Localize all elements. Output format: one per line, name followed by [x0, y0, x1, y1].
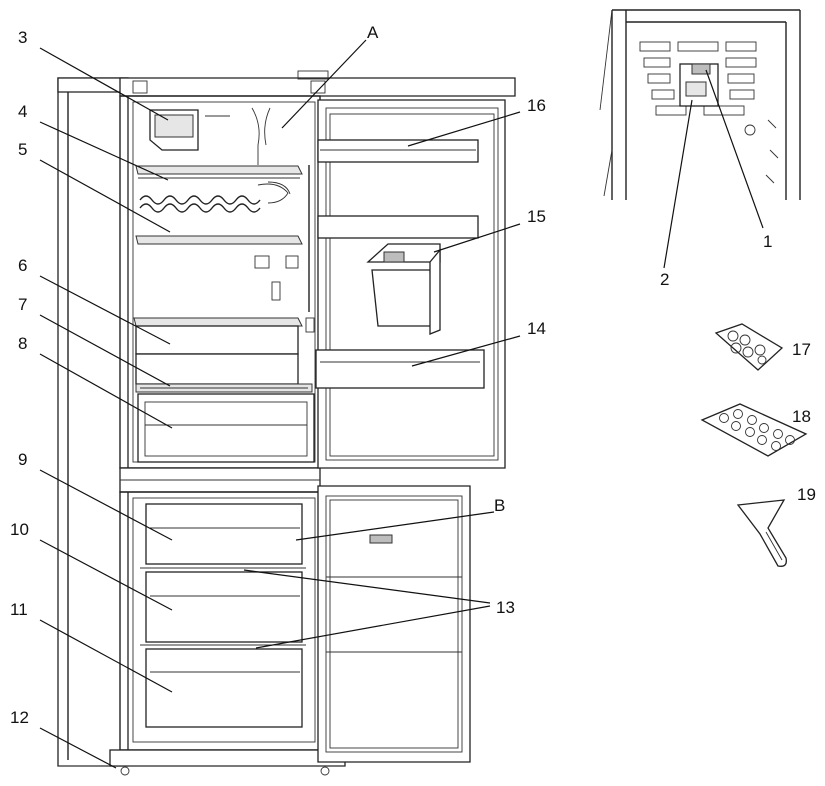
egg-tray-small: [714, 323, 784, 371]
callout-8: 8: [18, 334, 27, 353]
callout-1: 1: [763, 232, 772, 251]
callout-3: 3: [18, 28, 27, 47]
callout-10: 10: [10, 520, 29, 539]
freezer-drawer-bottom: [145, 648, 303, 728]
callout-7: 7: [18, 295, 27, 314]
egg-tray-large: [700, 403, 808, 457]
callout-4: 4: [18, 102, 27, 121]
leader-lines: [39, 39, 764, 769]
water-tank: [366, 243, 441, 335]
callout-17: 17: [792, 340, 811, 359]
callout-5: 5: [18, 140, 27, 159]
crisper-drawer: [137, 393, 315, 463]
callout-B: B: [494, 496, 505, 515]
interior-light: [251, 107, 271, 165]
callout-19: 19: [797, 485, 816, 504]
callout-14: 14: [527, 319, 546, 338]
ice-scraper: [736, 499, 787, 567]
callout-15: 15: [527, 207, 546, 226]
crisper-cover: [135, 383, 313, 393]
fan-unit: [149, 109, 230, 151]
door-balcony-middle: [317, 215, 479, 239]
freezer-drawer-top: [145, 503, 303, 565]
callout-A: A: [367, 23, 379, 42]
door-balcony-upper: [317, 139, 479, 163]
ceiling-inset: [599, 9, 801, 200]
callout-12: 12: [10, 708, 29, 727]
callout-16: 16: [527, 96, 546, 115]
callout-18: 18: [792, 407, 811, 426]
callout-13: 13: [496, 598, 515, 617]
glass-shelf-upper: [135, 165, 303, 179]
wine-rack: [139, 181, 291, 213]
callout-6: 6: [18, 256, 27, 275]
freezer-drawer-middle: [145, 571, 303, 643]
fridge-cabinet: [57, 70, 516, 776]
ceiling-vent-grid: [639, 41, 757, 116]
glass-shelf-middle: [135, 235, 303, 245]
freezer-door: [317, 485, 471, 763]
door-balcony-lower: [315, 349, 485, 389]
callout-9: 9: [18, 450, 27, 469]
ceiling-fan-unit: [679, 63, 719, 107]
callout-11: 11: [10, 600, 28, 619]
glass-shelf-lower: [133, 317, 303, 385]
callout-2: 2: [660, 270, 669, 289]
